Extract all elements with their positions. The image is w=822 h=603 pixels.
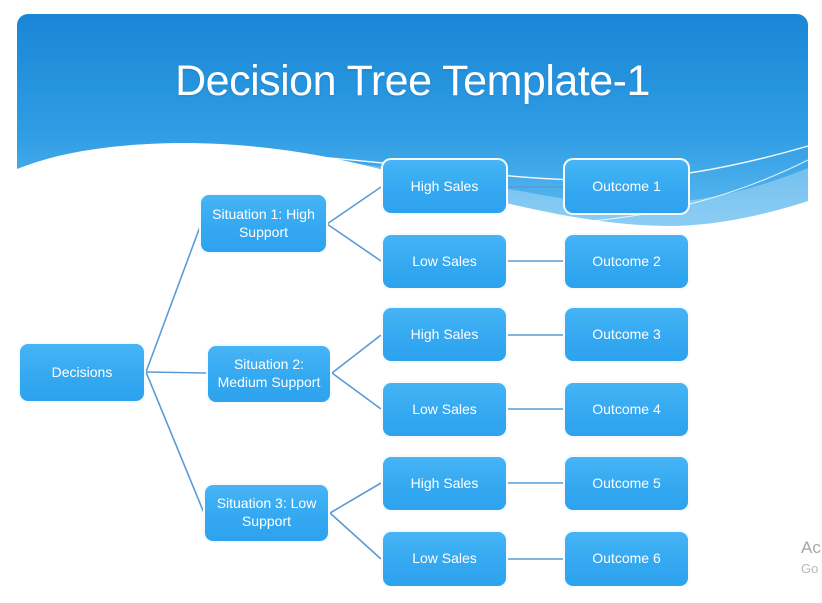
connector-situation1-lowsales bbox=[326, 223, 382, 262]
connector-situation2-lowsales bbox=[331, 372, 382, 410]
connector-root-situation-1 bbox=[145, 223, 202, 373]
node-high-sales-2: High Sales bbox=[381, 306, 508, 363]
node-outcome-5: Outcome 5 bbox=[563, 455, 690, 512]
node-outcome-4: Outcome 4 bbox=[563, 381, 690, 438]
node-decisions: Decisions bbox=[18, 342, 146, 403]
node-situation-2: Situation 2: Medium Support bbox=[206, 344, 332, 404]
node-low-sales-3: Low Sales bbox=[381, 530, 508, 588]
accent-curve-lower bbox=[429, 159, 809, 224]
connector-root-situation-3 bbox=[145, 371, 205, 514]
connector-situation1-highsales bbox=[326, 186, 382, 225]
node-outcome-2: Outcome 2 bbox=[563, 233, 690, 290]
connector-situation3-lowsales bbox=[329, 512, 382, 560]
accent-curve-upper bbox=[147, 145, 809, 181]
node-high-sales-3: High Sales bbox=[381, 455, 508, 512]
node-high-sales-1: High Sales bbox=[381, 158, 508, 215]
node-situation-1: Situation 1: High Support bbox=[199, 193, 328, 254]
node-situation-3: Situation 3: Low Support bbox=[203, 483, 330, 543]
connector-root-situation-2 bbox=[145, 371, 207, 374]
node-low-sales-1: Low Sales bbox=[381, 233, 508, 290]
connector-lines bbox=[145, 186, 563, 560]
watermark-line-1: Ac bbox=[801, 538, 821, 557]
node-outcome-1: Outcome 1 bbox=[563, 158, 690, 215]
connector-situation2-highsales bbox=[331, 334, 382, 374]
slide-title: Decision Tree Template-1 bbox=[175, 57, 650, 105]
node-outcome-6: Outcome 6 bbox=[563, 530, 690, 588]
node-outcome-3: Outcome 3 bbox=[563, 306, 690, 363]
watermark: Ac Go bbox=[801, 539, 821, 575]
node-low-sales-2: Low Sales bbox=[381, 381, 508, 438]
connector-situation3-highsales bbox=[329, 482, 382, 514]
watermark-line-2: Go bbox=[801, 561, 819, 576]
